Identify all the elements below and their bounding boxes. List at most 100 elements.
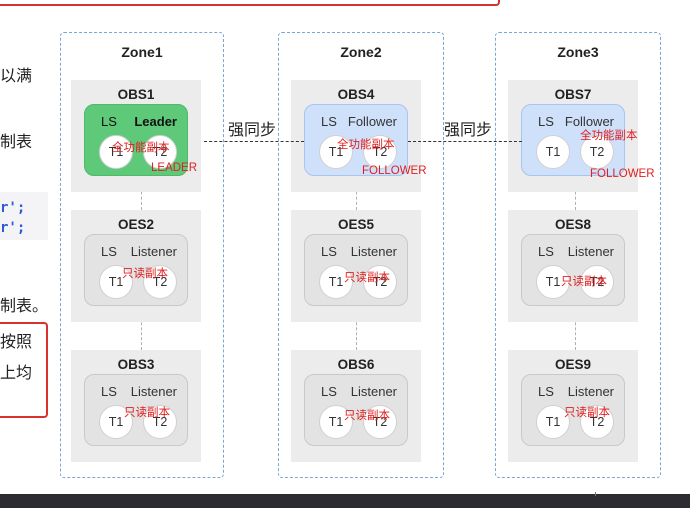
annotation-obs1-full-replica: 全功能副本	[112, 142, 170, 154]
zone-3-box	[495, 32, 661, 478]
red-highlight-box-top	[0, 0, 500, 6]
tablet-t1: T1	[319, 405, 353, 439]
annotation-obs3-readonly: 只读副本	[124, 407, 170, 419]
server-name: OBS6	[337, 357, 375, 372]
server-obs3: OBS3 LS Listener T1 T2	[71, 350, 201, 462]
doc-text-line-4: 按照	[0, 332, 33, 351]
role-label: Listener	[350, 384, 397, 399]
code-line-2: r';	[0, 220, 26, 236]
role-label: Follower	[564, 114, 614, 129]
ls-label: LS	[321, 244, 337, 259]
tablet-t1: T1	[319, 265, 353, 299]
tablet-t1: T1	[536, 265, 570, 299]
server-obs4: OBS4 LS Follower T1 T2	[291, 80, 421, 192]
ls-label: LS	[538, 244, 554, 259]
listener-replica: LS Listener T1 T2	[304, 374, 408, 446]
server-obs1: OBS1 LS Leader T1 T2	[71, 80, 201, 192]
red-highlight-box-left	[0, 322, 48, 418]
tablet-t2: T2	[143, 405, 177, 439]
tablet-t1: T1	[536, 405, 570, 439]
zone-1-title: Zone1	[121, 44, 163, 60]
role-label: Listener	[567, 244, 614, 259]
tablet-t2: T2	[580, 135, 614, 169]
tablet-t2: T2	[363, 265, 397, 299]
code-line-1: r';	[0, 200, 26, 216]
tablet-t1: T1	[536, 135, 570, 169]
follower-replica: LS Follower T1 T2	[521, 104, 625, 176]
connector-obs1-oes2	[141, 176, 142, 210]
server-name: OES5	[337, 217, 375, 232]
ls-label: LS	[101, 384, 117, 399]
bottom-toolbar	[0, 494, 690, 508]
doc-text-line-3: 制表。	[0, 296, 49, 315]
sync-line-zone1-zone2	[204, 141, 304, 142]
listener-replica: LS Listener T1 T2	[521, 374, 625, 446]
tablet-t2: T2	[580, 405, 614, 439]
role-label: Listener	[130, 384, 177, 399]
sync-label-1: 强同步	[228, 120, 277, 139]
server-name: OBS7	[554, 87, 592, 102]
annotation-oes9-readonly: 只读副本	[564, 407, 610, 419]
listener-replica: LS Listener T1 T2	[84, 374, 188, 446]
role-label: Leader	[134, 114, 177, 129]
annotation-obs7-follower: FOLLOWER	[590, 168, 655, 180]
server-name: OBS1	[117, 87, 155, 102]
code-block	[0, 192, 48, 240]
doc-text-line-5: 上均	[0, 363, 33, 382]
tablet-t1: T1	[319, 135, 353, 169]
tablet-t1: T1	[99, 265, 133, 299]
sync-line-zone2-zone3	[408, 141, 522, 142]
zone-2-title: Zone2	[340, 44, 382, 60]
server-name: OBS3	[117, 357, 155, 372]
sync-label-2: 强同步	[444, 120, 493, 139]
annotation-obs1-leader: LEADER	[151, 162, 198, 174]
zone-2-box	[278, 32, 444, 478]
server-oes2: OES2 LS Listener T1 T2	[71, 210, 201, 322]
annotation-obs6-readonly: 只读副本	[344, 410, 390, 422]
ls-label: LS	[321, 114, 337, 129]
server-oes9: OES9 LS Listener T1 T2	[508, 350, 638, 462]
annotation-oes2-readonly: 只读副本	[122, 268, 168, 280]
server-name: OES8	[554, 217, 592, 232]
leader-replica: LS Leader T1 T2	[84, 104, 188, 176]
tablet-t2: T2	[143, 135, 177, 169]
listener-replica: LS Listener T1 T2	[521, 234, 625, 306]
doc-text-line-1: 以满	[0, 66, 33, 85]
follower-replica: LS Follower T1 T2	[304, 104, 408, 176]
tablet-t2: T2	[363, 405, 397, 439]
listener-replica: LS Listener T1 T2	[304, 234, 408, 306]
server-name: OES9	[554, 357, 592, 372]
zone-1-box	[60, 32, 224, 478]
server-oes8: OES8 LS Listener T1 T2	[508, 210, 638, 322]
tablet-t2: T2	[580, 265, 614, 299]
server-oes5: OES5 LS Listener T1 T2	[291, 210, 421, 322]
zone-3-title: Zone3	[557, 44, 599, 60]
tablet-t1: T1	[99, 405, 133, 439]
server-name: OBS4	[337, 87, 375, 102]
ls-label: LS	[538, 384, 554, 399]
server-name: OES2	[117, 217, 155, 232]
tablet-t2: T2	[363, 135, 397, 169]
annotation-obs4-follower: FOLLOWER	[362, 165, 427, 177]
ls-label: LS	[101, 244, 117, 259]
doc-text-line-2: 制表	[0, 132, 33, 151]
tablet-t1: T1	[99, 135, 133, 169]
listener-replica: LS Listener T1 T2	[84, 234, 188, 306]
connector-obs7-oes8	[575, 176, 576, 210]
annotation-oes5-readonly: 只读副本	[344, 272, 390, 284]
annotation-obs4-full-replica: 全功能副本	[337, 139, 395, 151]
ls-label: LS	[538, 114, 554, 129]
server-obs7: OBS7 LS Follower T1 T2	[508, 80, 638, 192]
tablet-t2: T2	[143, 265, 177, 299]
role-label: Listener	[130, 244, 177, 259]
ls-label: LS	[321, 384, 337, 399]
annotation-obs7-full-replica: 全功能副本	[580, 130, 638, 142]
role-label: Follower	[347, 114, 397, 129]
role-label: Listener	[350, 244, 397, 259]
annotation-oes8-readonly: 只读副本	[561, 276, 607, 288]
connector-obs4-oes5	[356, 176, 357, 210]
bottom-divider	[595, 492, 596, 496]
ls-label: LS	[101, 114, 117, 129]
role-label: Listener	[567, 384, 614, 399]
server-obs6: OBS6 LS Listener T1 T2	[291, 350, 421, 462]
